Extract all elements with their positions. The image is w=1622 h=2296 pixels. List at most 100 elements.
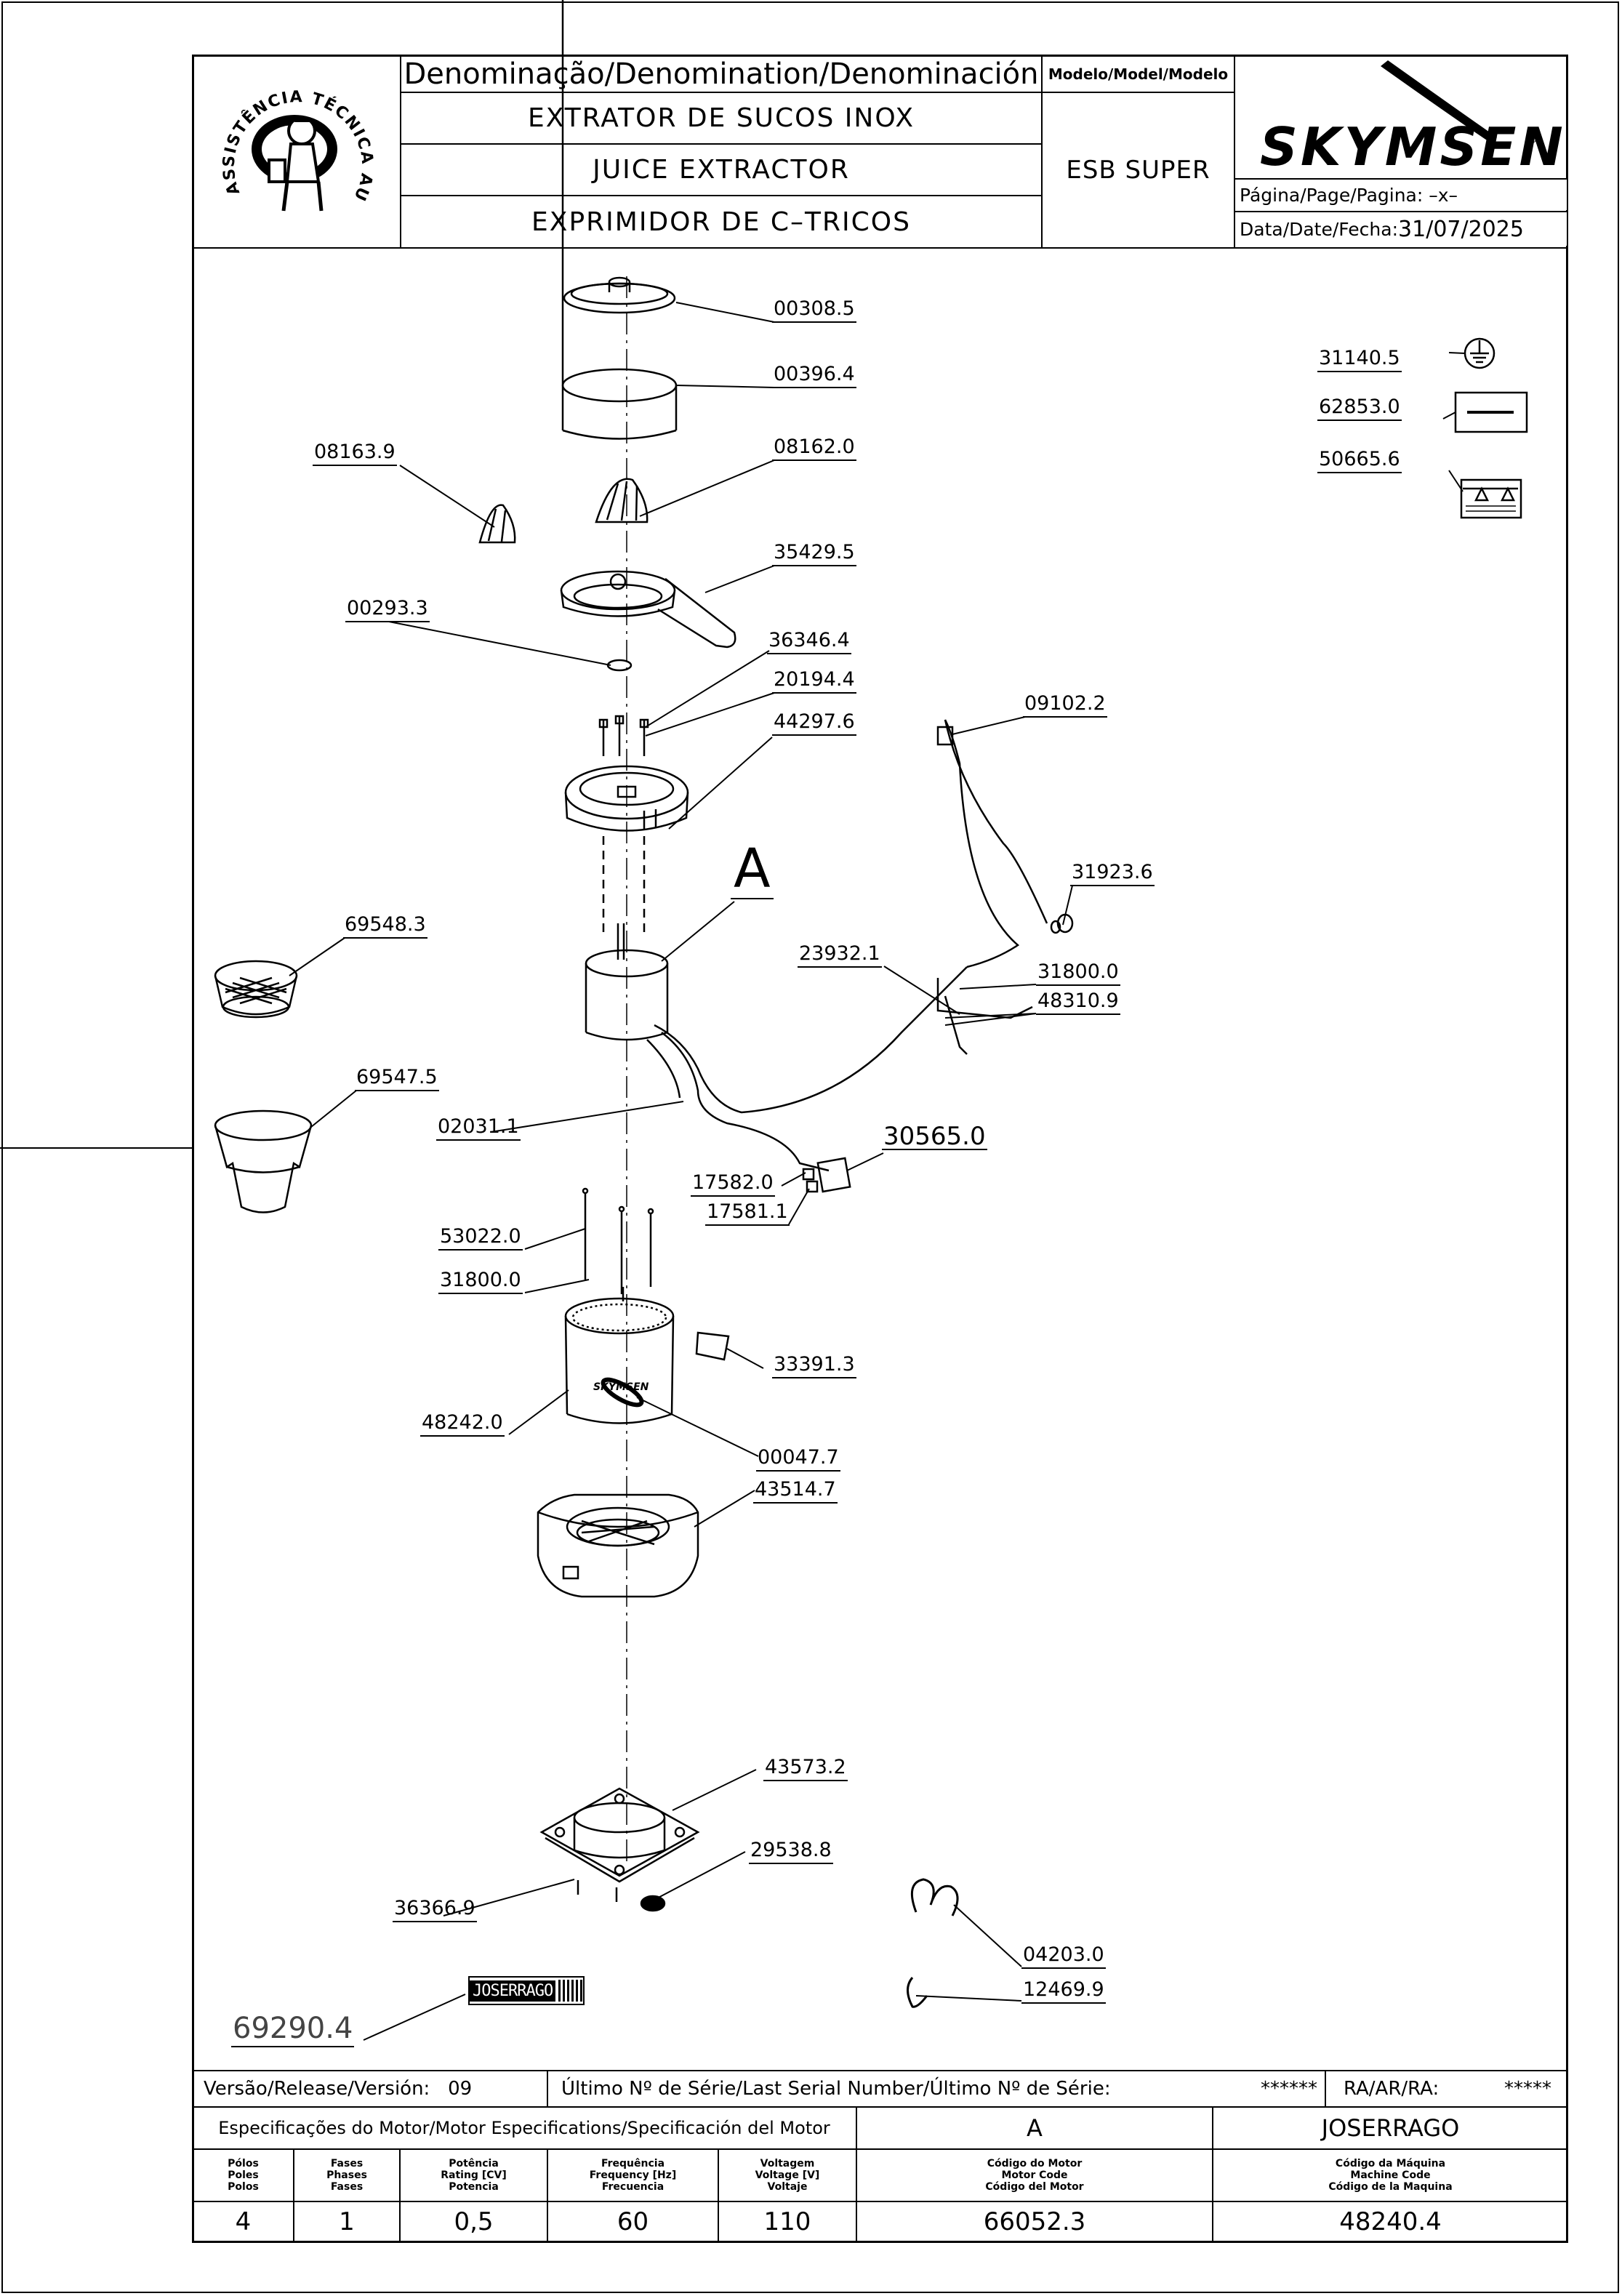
footer-divider — [718, 2148, 719, 2243]
part-label: 31923.6 — [1070, 862, 1155, 886]
version-value: 09 — [448, 2078, 473, 2100]
part-label: 53022.0 — [438, 1226, 523, 1251]
part-label: 48242.0 — [420, 1412, 505, 1437]
footer-divider — [192, 2106, 1568, 2108]
wiring-harness — [646, 719, 1048, 1172]
voltage-value: 110 — [763, 2207, 811, 2236]
part-label: 08163.9 — [313, 441, 397, 466]
header-divider — [400, 195, 1041, 196]
model-value: ESB SUPER — [1066, 156, 1211, 185]
part-label: 35429.5 — [772, 542, 856, 566]
authorized-service-seal: ASSISTÊNCIA TÉCNICA AUTORIZADA — [211, 52, 378, 236]
footer-divider — [293, 2148, 294, 2243]
part-label: 69548.3 — [343, 914, 427, 939]
part-label: 69290.4 — [231, 2012, 355, 2047]
sieve — [214, 960, 298, 1019]
machine-code-value: 48240.4 — [1339, 2207, 1442, 2236]
part-label: 08162.0 — [772, 436, 856, 461]
part-label: 04203.0 — [1021, 1944, 1106, 1969]
brand-logo: SKYMSEN ® — [1235, 56, 1567, 209]
part-label: 43514.7 — [753, 1479, 838, 1504]
grommet — [1050, 913, 1074, 934]
ground-symbol — [1464, 337, 1495, 369]
drawing-frame — [192, 55, 1568, 2243]
part-label: 36366.9 — [393, 1898, 477, 1922]
rubber-foot — [640, 1895, 666, 1912]
page-field-top: Página/Page/Pagina: –x– — [1240, 180, 1567, 210]
model-label: Modelo/Model/Modelo — [1048, 65, 1229, 83]
motor-letter: A — [1027, 2114, 1043, 2142]
serial-field: Último Nº de Série/Last Serial Number/Úl… — [554, 2071, 1325, 2106]
part-label: 23932.1 — [798, 943, 882, 968]
part-label: 12469.9 — [1021, 1979, 1106, 2004]
part-label: 69547.5 — [355, 1067, 439, 1091]
lid-part — [563, 276, 676, 314]
part-label: 33391.3 — [772, 1354, 856, 1378]
header-divider — [1234, 55, 1235, 247]
rating-label — [695, 1331, 730, 1361]
footer-divider — [399, 2148, 401, 2243]
serial-value: ****** — [1261, 2078, 1317, 2100]
svg-text:SKYMSEN: SKYMSEN — [1260, 116, 1566, 177]
part-label: 62853.0 — [1317, 396, 1402, 421]
tag-text: JOSERRAGO — [470, 1980, 556, 2002]
footer-divider — [192, 2148, 1568, 2150]
header-divider — [1234, 211, 1568, 212]
date-value: 31/07/2025 — [1398, 216, 1524, 242]
motor-code-value: 66052.3 — [983, 2207, 1086, 2236]
header-divider — [400, 143, 1041, 145]
part-label: 31800.0 — [1036, 961, 1120, 986]
part-label: 43573.2 — [763, 1757, 848, 1781]
motor — [585, 923, 669, 1041]
screws — [598, 715, 649, 756]
ra-label: RA/AR/RA: — [1344, 2078, 1440, 2100]
date-label: Data/Date/Fecha: — [1240, 218, 1399, 240]
part-label: 20194.4 — [772, 669, 856, 694]
fold-mark-line — [0, 1147, 192, 1149]
footer-divider — [192, 2201, 1568, 2202]
pulp-cup — [214, 1109, 313, 1213]
motor-spec-label: Especificações do Motor/Motor Especifica… — [218, 2118, 830, 2138]
part-label: 44297.6 — [772, 711, 856, 736]
part-label: 02031.1 — [436, 1116, 521, 1141]
detail-letter: A — [731, 840, 774, 899]
part-label: 31800.0 — [438, 1269, 523, 1294]
footer-divider — [547, 2148, 548, 2243]
footer-divider — [1325, 2070, 1326, 2106]
product-name-en: JUICE EXTRACTOR — [593, 155, 850, 185]
footer-divider — [1212, 2106, 1213, 2243]
identification-tag: JOSERRAGO — [468, 1976, 585, 2005]
spring — [910, 1878, 959, 1916]
rods — [582, 1187, 654, 1301]
footer-divider — [856, 2106, 857, 2243]
footer-divider — [192, 2070, 1568, 2071]
header-divider — [1234, 178, 1568, 180]
barcode-icon — [558, 1980, 583, 2002]
clip — [907, 1977, 928, 2008]
version-field: Versão/Release/Versión: 09 — [204, 2071, 545, 2106]
ra-field: RA/AR/RA: ***** — [1328, 2071, 1567, 2106]
cord-clamp — [936, 978, 1033, 1055]
warning-label — [1460, 478, 1522, 519]
housing-body: SKYMSEN — [564, 1297, 675, 1424]
part-label: 48310.9 — [1036, 990, 1120, 1015]
cup-part — [561, 0, 678, 440]
strainer-bowl — [560, 570, 736, 649]
footer-divider — [547, 2070, 548, 2106]
switch — [802, 1157, 851, 1193]
frequency-value: 60 — [617, 2207, 649, 2236]
part-label: 30565.0 — [882, 1122, 987, 1151]
bottom-plate — [539, 1787, 700, 1883]
header-divider — [1041, 55, 1043, 247]
header-divider — [192, 247, 1568, 249]
ra-value: ***** — [1504, 2078, 1551, 2100]
part-label: 29538.8 — [749, 1839, 833, 1864]
part-label: 31140.5 — [1317, 348, 1402, 372]
part-label: 00396.4 — [772, 364, 856, 388]
